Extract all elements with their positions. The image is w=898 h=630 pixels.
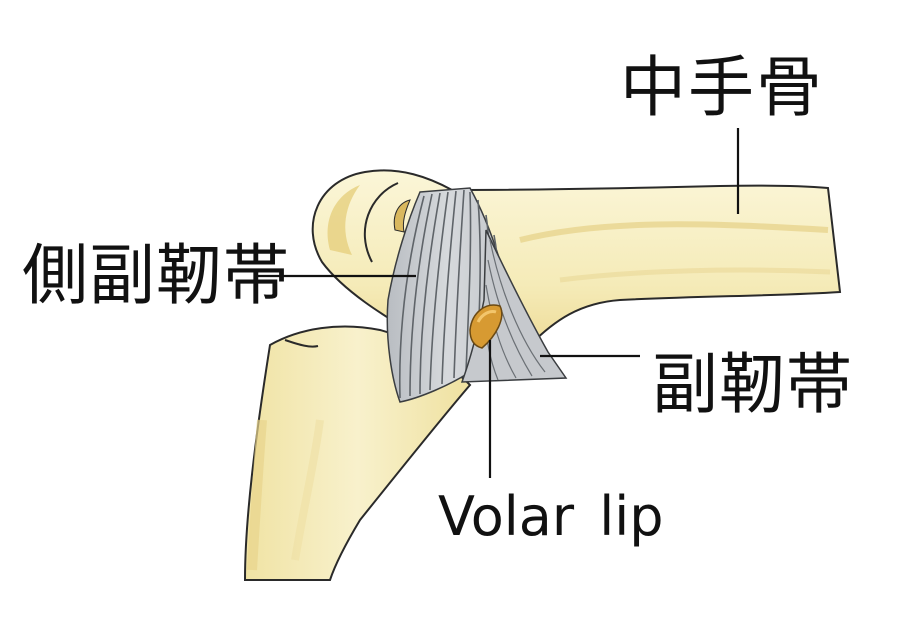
phalanx-shade	[247, 419, 267, 571]
metacarpal-shaft-shade-2	[559, 267, 831, 283]
metacarpal-label: 中手骨	[620, 49, 824, 126]
volar-lip-label: Volar lip	[438, 485, 664, 548]
metacarpal-condyle-shade	[327, 185, 360, 255]
proximal-phalanx-lip	[284, 339, 319, 348]
phalanx-shade-2	[291, 419, 324, 561]
metacarpal-groove	[393, 199, 411, 233]
accessory-ligament-fibers	[483, 239, 546, 381]
accessory-ligament-label: 副靭帯	[652, 346, 853, 423]
volar-lip-highlight	[476, 310, 497, 323]
metacarpal-shaft-shade	[519, 221, 829, 243]
metacarpal-condyle-line	[363, 182, 399, 263]
volar-lip	[469, 304, 503, 349]
collateral-ligament-label: 側副靭帯	[22, 237, 290, 314]
